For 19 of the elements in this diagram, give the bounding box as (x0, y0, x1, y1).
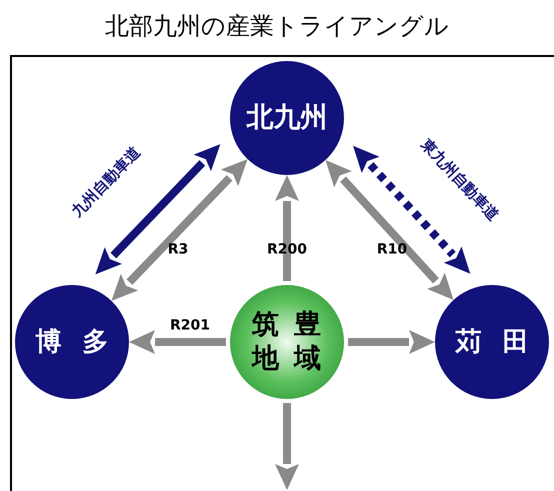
route-label: R201 (170, 316, 210, 336)
arrow (348, 330, 435, 354)
node-label: 苅田 (454, 326, 550, 358)
road-label: 九州自動車道 (67, 142, 145, 222)
node-label: 博多 (34, 326, 130, 358)
arrow (275, 403, 299, 490)
route-label: R3 (168, 240, 188, 260)
arrow (129, 330, 226, 354)
route-label: R10 (376, 240, 408, 260)
arrow (95, 144, 220, 274)
node-label: 筑豊地域 (250, 308, 336, 376)
route-label: R200 (267, 240, 307, 260)
arrow (111, 159, 248, 301)
road-label: 東九州自動車道 (416, 134, 504, 226)
node-label: 北九州 (246, 100, 328, 135)
arrow (353, 146, 470, 274)
arrow (275, 175, 299, 281)
title: 北部九州の産業トライアングル (104, 11, 450, 42)
arrow (325, 160, 454, 300)
